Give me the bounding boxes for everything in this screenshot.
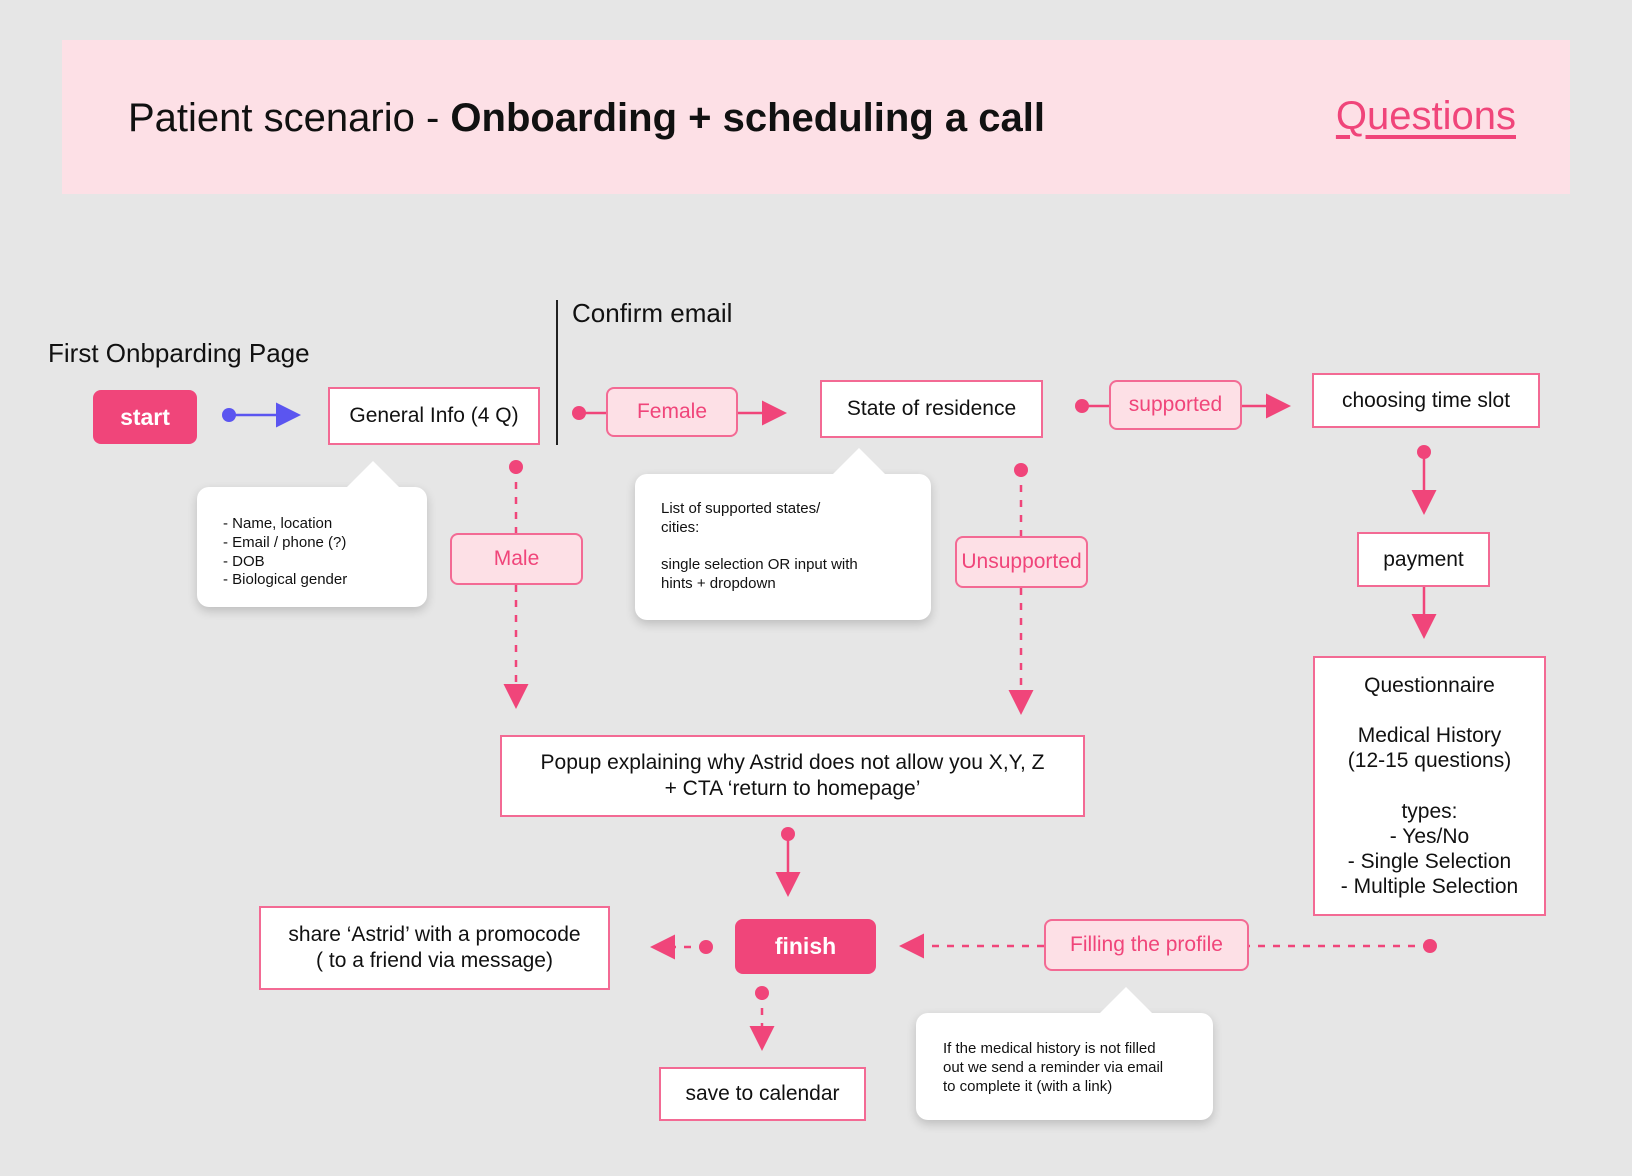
questions-link[interactable]: Questions (1335, 94, 1516, 138)
arrow-start-to-general (222, 402, 301, 428)
arrow-popup-to-finish (775, 827, 801, 897)
header-banner: Patient scenario - Onboarding + scheduli… (62, 40, 1570, 194)
arrow-finish-to-share (650, 934, 713, 960)
state-of-residence-node[interactable]: State of residence (820, 380, 1043, 438)
page-title: Patient scenario - Onboarding + scheduli… (128, 96, 1045, 140)
finish-node[interactable]: finish (735, 919, 876, 974)
section-divider (556, 300, 558, 445)
arrow-timeslot-to-payment (1411, 445, 1437, 515)
questionnaire-node[interactable]: Questionnaire Medical History (12-15 que… (1313, 656, 1546, 916)
save-to-calendar-node[interactable]: save to calendar (659, 1067, 866, 1121)
arrow-finish-to-calendar (749, 986, 775, 1051)
popup-node[interactable]: Popup explaining why Astrid does not all… (500, 735, 1085, 817)
male-branch[interactable]: Male (450, 533, 583, 585)
reminder-note: If the medical history is not filled out… (916, 987, 1213, 1120)
start-node[interactable]: start (93, 390, 197, 444)
filling-profile-branch[interactable]: Filling the profile (1044, 919, 1249, 971)
general-info-note: - Name, location - Email / phone (?) - D… (197, 461, 427, 607)
arrow-into-supported (1075, 399, 1109, 413)
payment-node[interactable]: payment (1357, 532, 1490, 587)
states-note: List of supported states/ cities: single… (635, 448, 931, 620)
time-slot-node[interactable]: choosing time slot (1312, 373, 1540, 428)
confirm-email-label: Confirm email (572, 298, 733, 328)
first-page-label: First Onbparding Page (48, 338, 310, 368)
unsupported-branch[interactable]: Unsupported (955, 536, 1088, 588)
share-node[interactable]: share ‘Astrid’ with a promocode ( to a f… (259, 906, 610, 990)
female-branch[interactable]: Female (606, 387, 738, 437)
general-info-node[interactable]: General Info (4 Q) (328, 387, 540, 445)
arrow-questionnaire-to-filling (1249, 939, 1437, 953)
supported-branch[interactable]: supported (1109, 380, 1242, 430)
arrow-into-female (572, 406, 606, 420)
